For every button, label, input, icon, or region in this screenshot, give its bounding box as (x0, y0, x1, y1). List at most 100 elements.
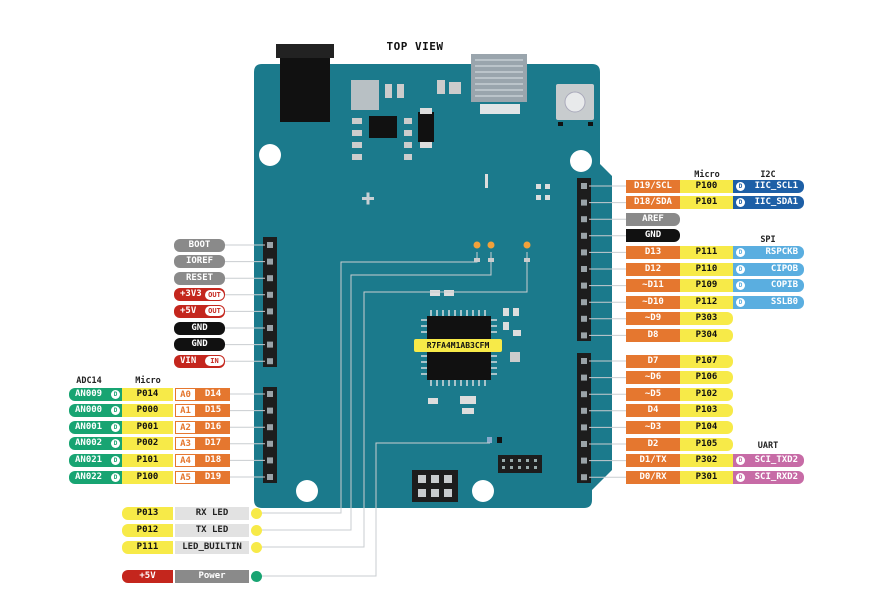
digital-pin-label: ~D3 (626, 420, 680, 434)
digital-micro-pin: P112 (680, 295, 733, 309)
header-micro-right: Micro (694, 170, 720, 180)
power-led-name: Power (175, 569, 249, 583)
led-micro-pin: P013 (122, 506, 173, 520)
digital-micro-pin: P302 (680, 454, 733, 468)
adc-channel: AN002 (69, 437, 122, 451)
digital-micro-pin: P104 (680, 420, 733, 434)
led-name: LED_BUILTIN (175, 540, 249, 554)
d-badge: D (111, 406, 120, 416)
header-pin (267, 275, 273, 282)
digital-micro-pin: P110 (680, 262, 733, 276)
led-icon (251, 524, 262, 536)
digital-pin-label: D18/SDA (626, 196, 680, 210)
digital-micro-pin: P105 (680, 437, 733, 451)
digital-micro-pin: P100 (680, 179, 733, 193)
analog-micro-pin: P101 (122, 453, 173, 467)
analog-d-pin: D14 (196, 387, 230, 401)
mcu-label: R7FA4M1AB3CFM (414, 339, 502, 352)
header-pin (581, 183, 587, 189)
analog-micro-pin: P014 (122, 387, 173, 401)
header-pin (581, 266, 587, 272)
header-pin (267, 308, 273, 315)
analog-micro-pin: P000 (122, 404, 173, 418)
header-adc14: ADC14 (76, 376, 102, 386)
uart-function: SCI_RXD2 (733, 470, 804, 484)
analog-a-pin: A4 (175, 453, 196, 467)
power-header (263, 237, 277, 367)
mounting-hole (570, 150, 592, 172)
analog-header (263, 387, 277, 483)
d-badge: D (736, 472, 745, 482)
adc-channel: AN001 (69, 420, 122, 434)
header-pin (267, 424, 273, 431)
i2c-function: IIC_SCL1 (733, 179, 804, 193)
adc-channel: AN000 (69, 404, 122, 418)
analog-a-pin: A5 (175, 470, 196, 484)
spi-function: COPIB (733, 279, 804, 293)
header-pin (267, 391, 273, 397)
led (473, 241, 481, 249)
d-badge: D (111, 439, 120, 449)
header-pin (581, 199, 587, 206)
d-badge: D (736, 247, 745, 257)
led-trace (262, 442, 490, 577)
header-pin (581, 282, 587, 289)
digital-micro-pin: P106 (680, 371, 733, 385)
header-pin (267, 291, 273, 298)
power-pin-tag: OUT (205, 289, 224, 300)
header-pin (581, 407, 587, 414)
digital-pin-label: ~D11 (626, 279, 680, 293)
digital-micro-pin: P109 (680, 279, 733, 293)
header-pin (267, 325, 273, 331)
analog-a-pin: A0 (175, 387, 196, 401)
digital-pin-label: D1/TX (626, 454, 680, 468)
led (523, 241, 531, 249)
digital-header-top (577, 178, 591, 341)
d-badge: D (736, 456, 745, 466)
header-pin (581, 232, 587, 239)
d-badge: D (736, 181, 745, 191)
header-pin (581, 474, 587, 481)
adc-channel: AN021 (69, 453, 122, 467)
mounting-hole (472, 480, 494, 502)
analog-d-pin: D18 (196, 453, 230, 467)
digital-micro-pin: P111 (680, 245, 733, 259)
header-pin (581, 424, 587, 431)
header-pin (581, 441, 587, 447)
header-pin (267, 242, 273, 248)
board-outline (254, 64, 612, 508)
spi-function: RSPCKB (733, 245, 804, 259)
d-badge: D (736, 264, 745, 274)
power-pin-label: RESET (174, 271, 225, 285)
digital-pin-label: D7 (626, 354, 680, 368)
header-pin (581, 315, 587, 322)
power-pin-tag: IN (205, 356, 224, 367)
header-pin (581, 216, 587, 223)
adc-channel: AN022 (69, 470, 122, 484)
header-i2c: I2C (760, 170, 776, 180)
header-pin (267, 474, 273, 480)
digital-pin-label: D2 (626, 437, 680, 451)
spi-function: CIPOB (733, 262, 804, 276)
digital-micro-pin: P301 (680, 470, 733, 484)
icsp-header (412, 470, 458, 502)
page-title: TOP VIEW (386, 40, 444, 53)
d-badge: D (111, 422, 120, 432)
header-pin (267, 407, 273, 414)
mounting-hole (259, 144, 281, 166)
header-pin (267, 440, 273, 447)
digital-pin-label: ~D6 (626, 371, 680, 385)
d-badge: D (111, 472, 120, 482)
gnd-pin: GND (626, 229, 680, 243)
digital-micro-pin: P103 (680, 404, 733, 418)
power-pin-label: BOOT (174, 238, 225, 252)
header-pin (581, 249, 587, 256)
header-pin (581, 332, 587, 339)
d-badge: D (736, 297, 745, 307)
power-pin-label: GND (174, 321, 225, 335)
header-pin (267, 341, 273, 348)
analog-micro-pin: P100 (122, 470, 173, 484)
header-pin (267, 258, 273, 265)
power-rail: +5V (122, 569, 173, 583)
